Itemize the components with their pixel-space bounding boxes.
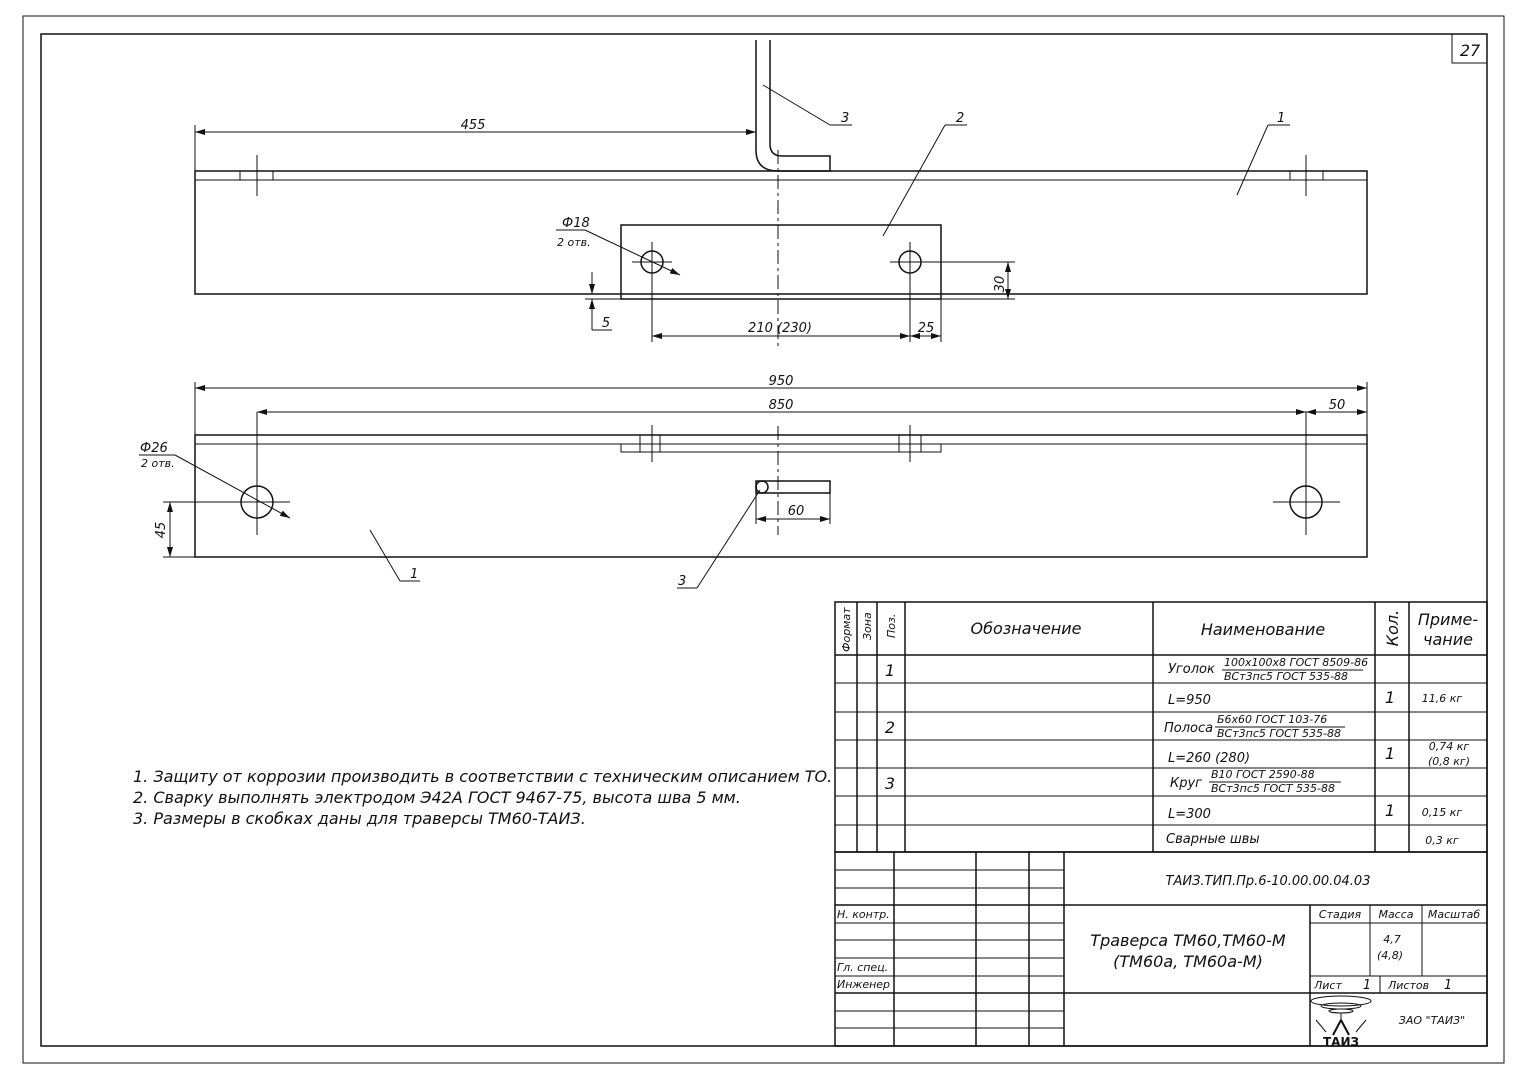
row6-name: L=300: [1168, 807, 1211, 822]
angle-front-view: [194, 434, 1368, 558]
dim-950: 950: [769, 374, 794, 389]
hole-18-count: 2 отв.: [557, 236, 591, 249]
top-pos-3: 3: [841, 111, 849, 126]
sheet-number-box: [1451, 33, 1488, 64]
title-line-2: (ТМ60а, ТМ60а-М): [1113, 952, 1263, 971]
hole-26-count: 2 отв.: [141, 457, 175, 470]
rod-bent-top-view: [755, 40, 831, 172]
hdr-note-1: Приме-: [1418, 610, 1479, 629]
row1-frac-top: 100х100х8 ГОСТ 8509-86: [1224, 656, 1368, 669]
row5-pos: 3: [885, 774, 895, 793]
row2-qty: 1: [1385, 688, 1395, 707]
row4-note-1: 0,74 кг: [1429, 740, 1470, 753]
row5-frac-top: В10 ГОСТ 2590-88: [1211, 768, 1315, 781]
row4-name: L=260 (280): [1168, 751, 1250, 766]
sheet-value: 1: [1363, 978, 1371, 993]
label-gl-spec: Гл. спец.: [837, 961, 888, 974]
row5-frac-bottom: ВСт3пс5 ГОСТ 535-88: [1211, 782, 1335, 795]
note-2: 2. Сварку выполнять электродом Э42А ГОСТ…: [133, 788, 741, 807]
spec-table: Формат Зона Поз. Обозначение Наименовани…: [834, 601, 1488, 853]
inner-frame: [40, 33, 1488, 1047]
dim-210: 210 (230): [748, 321, 812, 336]
row3-pos: 2: [885, 718, 895, 737]
row7-note: 0,3 кг: [1425, 834, 1459, 847]
row3-frac-bottom: ВСт3пс5 ГОСТ 535-88: [1217, 727, 1341, 740]
label-stage: Стадия: [1319, 908, 1362, 921]
hdr-pos: Поз.: [885, 614, 898, 638]
dim-60: 60: [788, 504, 805, 519]
top-pos-1: 1: [1277, 111, 1285, 126]
label-sheets: Листов: [1387, 979, 1429, 992]
dim-30: 30: [993, 276, 1008, 293]
row1-frac-bottom: ВСт3пс5 ГОСТ 535-88: [1224, 670, 1348, 683]
note-1: 1. Защиту от коррозии производить в соот…: [133, 767, 832, 786]
title-block: ТАИЗ.ТИП.Пр.6-10.00.00.04.03 Траверса ТМ…: [834, 851, 1488, 1049]
hole-26-label: Ф26: [140, 441, 168, 456]
label-scale: Масштаб: [1428, 908, 1480, 921]
title-line-1: Траверса ТМ60,ТМ60-М: [1090, 931, 1286, 950]
plate-front-view: [620, 443, 942, 453]
label-engineer: Инженер: [837, 978, 890, 991]
row7-name: Сварные швы: [1166, 832, 1260, 847]
row5-name: Круг: [1170, 776, 1202, 791]
dim-5: 5: [602, 316, 610, 331]
sheets-value: 1: [1444, 978, 1452, 993]
doc-number: ТАИЗ.ТИП.Пр.6-10.00.00.04.03: [1166, 874, 1371, 889]
note-3: 3. Размеры в скобках даны для траверсы Т…: [133, 809, 586, 828]
hdr-format: Формат: [840, 607, 853, 652]
row4-note-2: (0,8 кг): [1428, 755, 1470, 768]
front-view: 950 850 50 60 45 Ф26 2 отв. 1 3: [139, 374, 1368, 589]
front-pos-3: 3: [678, 574, 686, 589]
label-sheet: Лист: [1313, 979, 1342, 992]
hdr-qty: Кол.: [1383, 610, 1402, 646]
label-n-kontr: Н. контр.: [837, 908, 890, 921]
company-name: ЗАО "ТАИЗ": [1399, 1014, 1465, 1027]
dim-25: 25: [918, 321, 935, 336]
dim-850: 850: [769, 398, 794, 413]
angle-top-view: [194, 170, 1368, 295]
front-pos-1: 1: [410, 567, 418, 582]
notes: 1. Защиту от коррозии производить в соот…: [133, 767, 832, 828]
row3-name: Полоса: [1164, 721, 1213, 736]
row1-name: Уголок: [1168, 662, 1215, 677]
row2-note: 11,6 кг: [1422, 692, 1463, 705]
row6-note: 0,15 кг: [1422, 806, 1463, 819]
sheet-number: 27: [1460, 41, 1481, 60]
outer-frame: [22, 15, 1505, 1064]
hdr-name: Наименование: [1201, 620, 1325, 639]
hdr-note-2: чание: [1423, 630, 1473, 649]
row4-qty: 1: [1385, 744, 1395, 763]
row1-pos: 1: [885, 661, 895, 680]
row2-name: L=950: [1168, 693, 1211, 708]
row6-qty: 1: [1385, 801, 1395, 820]
company-logo: ТАИЗ: [1310, 995, 1372, 1049]
mass-value-2: (4,8): [1377, 949, 1403, 962]
top-view: 455 210 (230) 25 30 5 Ф18 2 отв. 3 2: [194, 40, 1368, 350]
label-mass: Масса: [1378, 908, 1413, 921]
dim-455: 455: [461, 118, 486, 133]
hdr-zone: Зона: [861, 612, 874, 640]
mass-value-1: 4,7: [1383, 933, 1401, 946]
hdr-designation: Обозначение: [970, 619, 1081, 638]
logo-text: ТАИЗ: [1323, 1035, 1359, 1049]
top-pos-2: 2: [956, 111, 964, 126]
dim-45: 45: [154, 522, 169, 539]
hole-18-label: Ф18: [562, 216, 590, 231]
dim-50: 50: [1329, 398, 1346, 413]
row3-frac-top: Б6х60 ГОСТ 103-76: [1217, 713, 1327, 726]
